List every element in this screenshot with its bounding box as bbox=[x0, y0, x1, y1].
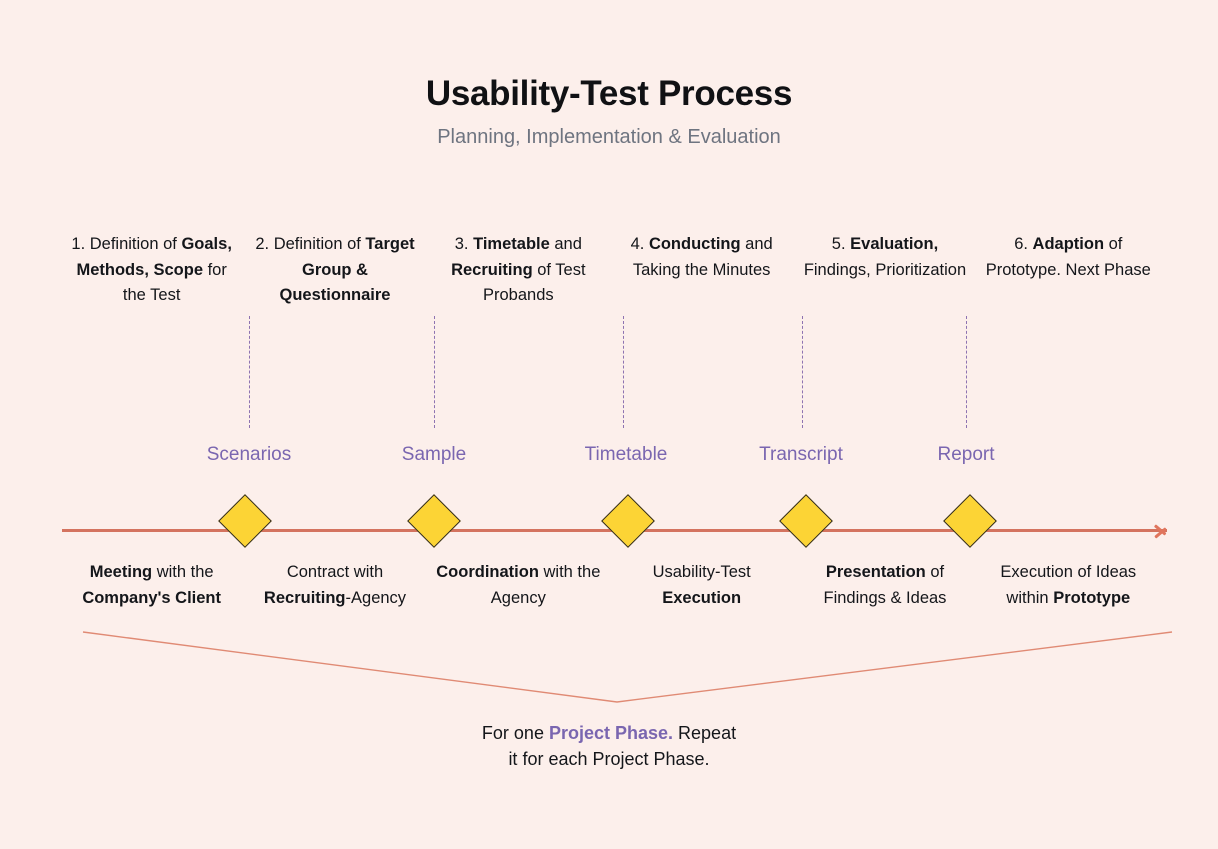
footer-accent-project-phase: Project Phase. bbox=[548, 723, 674, 743]
page-subtitle: Planning, Implementation & Evaluation bbox=[437, 126, 781, 149]
phase-column-6: 6. Adaption of Prototype. Next Phase bbox=[977, 232, 1160, 283]
milestone-column-2: Contract with Recruiting-Agency bbox=[243, 560, 426, 611]
deliverable-label-scenarios: Scenarios bbox=[206, 444, 292, 465]
milestone-text-3: Coordination with the Agency bbox=[436, 563, 601, 607]
phase-column-4: 4. Conducting and Taking the Minutes bbox=[610, 232, 793, 283]
header: Usability-Test Process Planning, Impleme… bbox=[0, 74, 1218, 149]
phase-column-2: 2. Definition of Target Group & Question… bbox=[243, 232, 426, 309]
milestone-text-4: Usability-Test Execution bbox=[652, 563, 751, 607]
diamond-marker-5 bbox=[943, 494, 997, 548]
phase-text-2: 2. Definition of Target Group & Question… bbox=[255, 235, 415, 305]
milestone-column-1: Meeting with the Company's Client bbox=[60, 560, 243, 611]
phase-text-1: 1. Definition of Goals, Methods, Scope f… bbox=[71, 235, 232, 305]
phase-divider-1 bbox=[249, 316, 250, 428]
deliverable-label-timetable: Timetable bbox=[584, 444, 668, 465]
phase-divider-5 bbox=[966, 316, 967, 428]
footer-prefix: For one bbox=[481, 723, 549, 743]
deliverable-label-transcript: Transcript bbox=[759, 444, 843, 465]
milestone-caption-row: Meeting with the Company's Client Contra… bbox=[60, 560, 1160, 611]
footer-caption: For one Project Phase. Repeat it for eac… bbox=[0, 720, 1218, 772]
footer-line-2: it for each Project Phase. bbox=[508, 749, 710, 770]
phase-text-6: 6. Adaption of Prototype. Next Phase bbox=[985, 235, 1151, 279]
milestone-column-4: Usability-Test Execution bbox=[610, 560, 793, 611]
phase-column-5: 5. Evaluation, Findings, Prioritization bbox=[793, 232, 976, 283]
phase-description-row: 1. Definition of Goals, Methods, Scope f… bbox=[60, 232, 1160, 309]
phase-text-3: 3. Timetable and Recruiting of Test Prob… bbox=[451, 235, 586, 305]
phase-column-3: 3. Timetable and Recruiting of Test Prob… bbox=[427, 232, 610, 309]
deliverable-label-sample: Sample bbox=[401, 444, 467, 465]
milestone-text-2: Contract with Recruiting-Agency bbox=[263, 563, 407, 607]
milestone-column-3: Coordination with the Agency bbox=[427, 560, 610, 611]
phase-divider-2 bbox=[434, 316, 435, 428]
milestone-text-6: Execution of Ideas within Prototype bbox=[1000, 563, 1137, 607]
diamond-marker-1 bbox=[218, 494, 272, 548]
timeline-arrowhead-icon bbox=[1155, 521, 1170, 539]
phase-divider-3 bbox=[623, 316, 624, 428]
diamond-marker-4 bbox=[779, 494, 833, 548]
diamond-marker-2 bbox=[407, 494, 461, 548]
phase-column-1: 1. Definition of Goals, Methods, Scope f… bbox=[60, 232, 243, 309]
project-phase-bracket bbox=[82, 631, 1173, 703]
page-title: Usability-Test Process bbox=[425, 74, 793, 113]
diamond-marker-3 bbox=[601, 494, 655, 548]
phase-text-5: 5. Evaluation, Findings, Prioritization bbox=[803, 235, 967, 279]
milestone-text-5: Presentation of Findings & Ideas bbox=[823, 563, 947, 607]
footer-line-1: For one Project Phase. Repeat bbox=[0, 720, 1218, 746]
footer-suffix: Repeat bbox=[673, 723, 737, 743]
milestone-text-1: Meeting with the Company's Client bbox=[82, 563, 222, 607]
milestone-column-6: Execution of Ideas within Prototype bbox=[977, 560, 1160, 611]
deliverable-label-report: Report bbox=[937, 444, 995, 465]
phase-divider-4 bbox=[802, 316, 803, 428]
phase-text-4: 4. Conducting and Taking the Minutes bbox=[630, 235, 773, 279]
milestone-column-5: Presentation of Findings & Ideas bbox=[793, 560, 976, 611]
